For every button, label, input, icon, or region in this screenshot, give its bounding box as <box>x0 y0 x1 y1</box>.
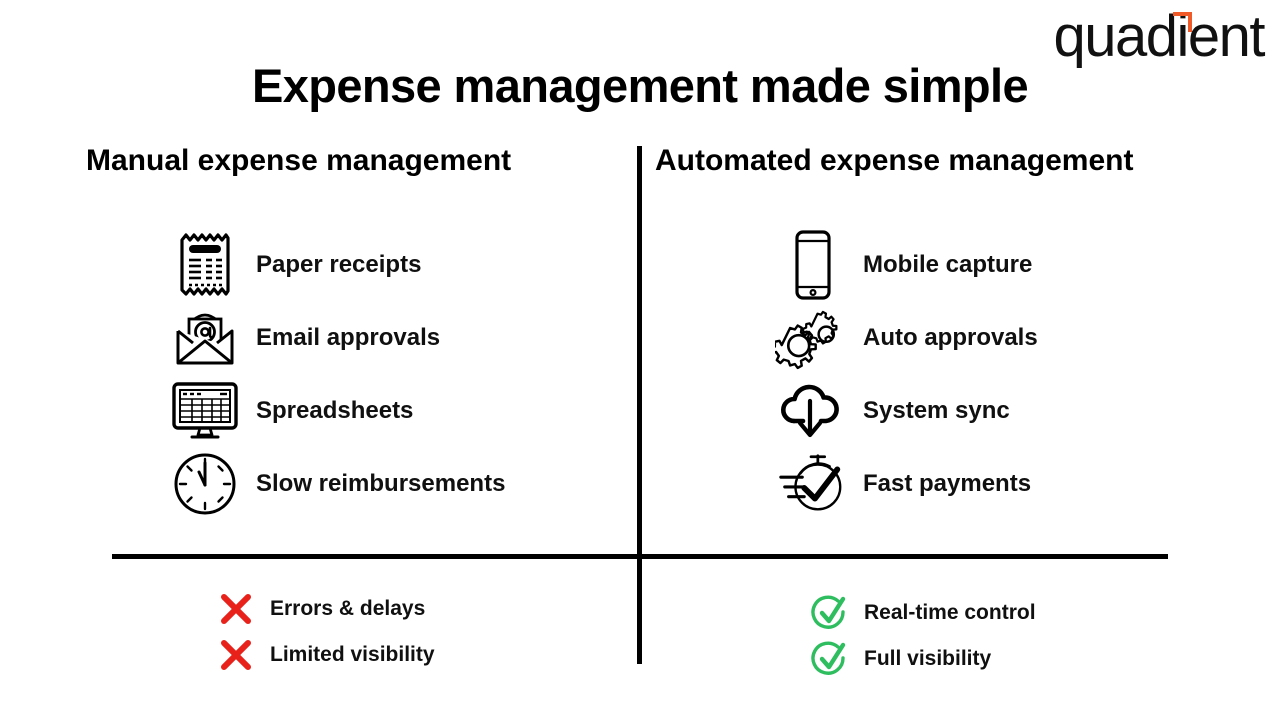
feature-row: Mobile capture <box>775 228 1038 301</box>
outcome-row: Full visibility <box>808 636 1036 682</box>
feature-label: Auto approvals <box>863 323 1038 351</box>
feature-label: Spreadsheets <box>256 396 414 424</box>
outcome-row: Limited visibility <box>214 632 435 678</box>
outcome-row: Errors & delays <box>214 586 435 632</box>
feature-label: Mobile capture <box>863 250 1033 278</box>
clock-icon <box>168 451 242 517</box>
feature-list-automated: Mobile capture Auto approvals <box>775 228 1038 520</box>
feature-list-manual: Paper receipts Email approvals <box>168 228 505 520</box>
outcome-label: Full visibility <box>864 647 992 670</box>
stopwatch-check-icon <box>775 451 849 517</box>
receipt-icon <box>168 232 242 298</box>
feature-label: Paper receipts <box>256 250 422 278</box>
page-title: Expense management made simple <box>251 59 1029 112</box>
feature-label: Slow reimbursements <box>256 469 506 497</box>
outcome-row: Real-time control <box>808 590 1036 636</box>
monitor-spreadsheet-icon <box>168 378 242 444</box>
gears-icon <box>775 305 849 371</box>
feature-row: Email approvals <box>168 301 505 374</box>
feature-row: Paper receipts <box>168 228 505 301</box>
outcome-label: Real-time control <box>864 601 1036 624</box>
feature-label: Email approvals <box>256 323 441 351</box>
brand-logo-text: quadient <box>1053 4 1265 69</box>
envelope-at-icon <box>168 305 242 371</box>
feature-row: Slow reimbursements <box>168 447 505 520</box>
check-circle-icon <box>808 639 852 679</box>
outcome-list-manual: Errors & delays Limited visibility <box>214 586 435 678</box>
vertical-divider <box>637 146 642 664</box>
feature-label: System sync <box>863 396 1010 424</box>
smartphone-icon <box>775 229 849 300</box>
brand-logo: quadient <box>1053 4 1265 69</box>
feature-row: Spreadsheets <box>168 374 505 447</box>
feature-row: Fast payments <box>775 447 1038 520</box>
feature-row: Auto approvals <box>775 301 1038 374</box>
cross-icon <box>214 635 258 675</box>
check-circle-icon <box>808 593 852 633</box>
feature-row: System sync <box>775 374 1038 447</box>
cross-icon <box>214 589 258 629</box>
outcome-label: Errors & delays <box>270 597 426 620</box>
column-heading-automated: Automated expense management <box>655 144 1134 177</box>
cloud-download-icon <box>775 378 849 444</box>
outcome-label: Limited visibility <box>270 643 435 666</box>
horizontal-divider <box>112 554 1168 559</box>
column-heading-manual: Manual expense management <box>86 144 512 177</box>
outcome-list-automated: Real-time control Full visibility <box>808 590 1036 682</box>
brand-logo-accent-mark <box>1173 12 1193 32</box>
feature-label: Fast payments <box>863 469 1032 497</box>
